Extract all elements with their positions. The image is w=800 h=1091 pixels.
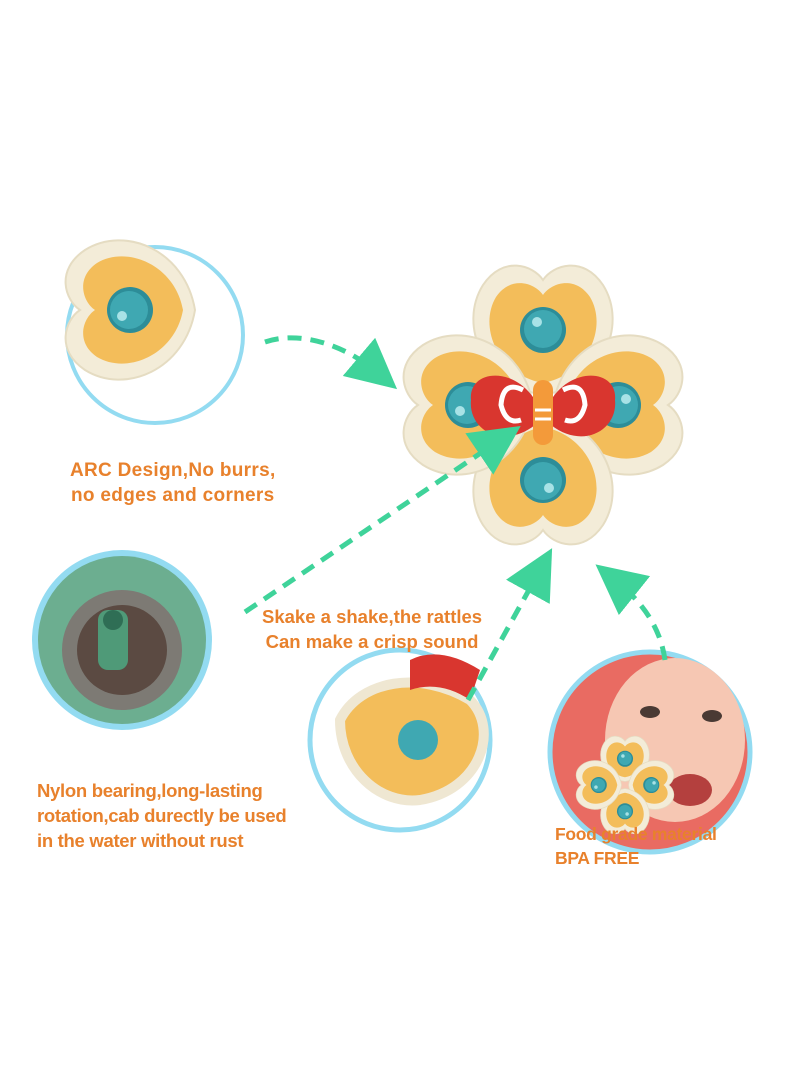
caption-line: BPA FREE bbox=[555, 848, 640, 868]
caption-line: Skake a shake,the rattles bbox=[262, 606, 483, 627]
caption-line: in the water without rust bbox=[37, 830, 244, 851]
caption-arc-design: ARC Design,No burrs, no edges and corner… bbox=[70, 458, 276, 508]
caption-rattle: Skake a shake,the rattles Can make a cri… bbox=[262, 604, 482, 654]
caption-line: Nylon bearing,long-lasting bbox=[37, 780, 263, 801]
arrow-rattle bbox=[243, 426, 521, 615]
arrow-rattle-detail bbox=[465, 548, 553, 702]
caption-line: Can make a crisp sound bbox=[265, 631, 479, 652]
butterfly-center bbox=[470, 375, 616, 445]
caption-line: no edges and corners bbox=[71, 485, 275, 506]
arrows bbox=[243, 335, 668, 702]
arc-detail-circle bbox=[64, 239, 245, 425]
caption-line: Food grade material bbox=[555, 824, 717, 844]
arrow-arc bbox=[264, 335, 398, 390]
caption-line: ARC Design,No burrs, bbox=[70, 460, 276, 481]
rattle-detail-circle bbox=[307, 647, 493, 833]
bearing-detail-circle bbox=[32, 550, 212, 730]
arrow-food bbox=[595, 564, 668, 661]
baby-photo-circle bbox=[547, 649, 753, 855]
caption-nylon-bearing: Nylon bearing,long-lasting rotation,cab … bbox=[37, 778, 287, 853]
caption-food-grade: Food grade material BPA FREE bbox=[555, 822, 717, 870]
caption-line: rotation,cab durectly be used bbox=[37, 805, 287, 826]
spinner-toy bbox=[402, 264, 684, 546]
